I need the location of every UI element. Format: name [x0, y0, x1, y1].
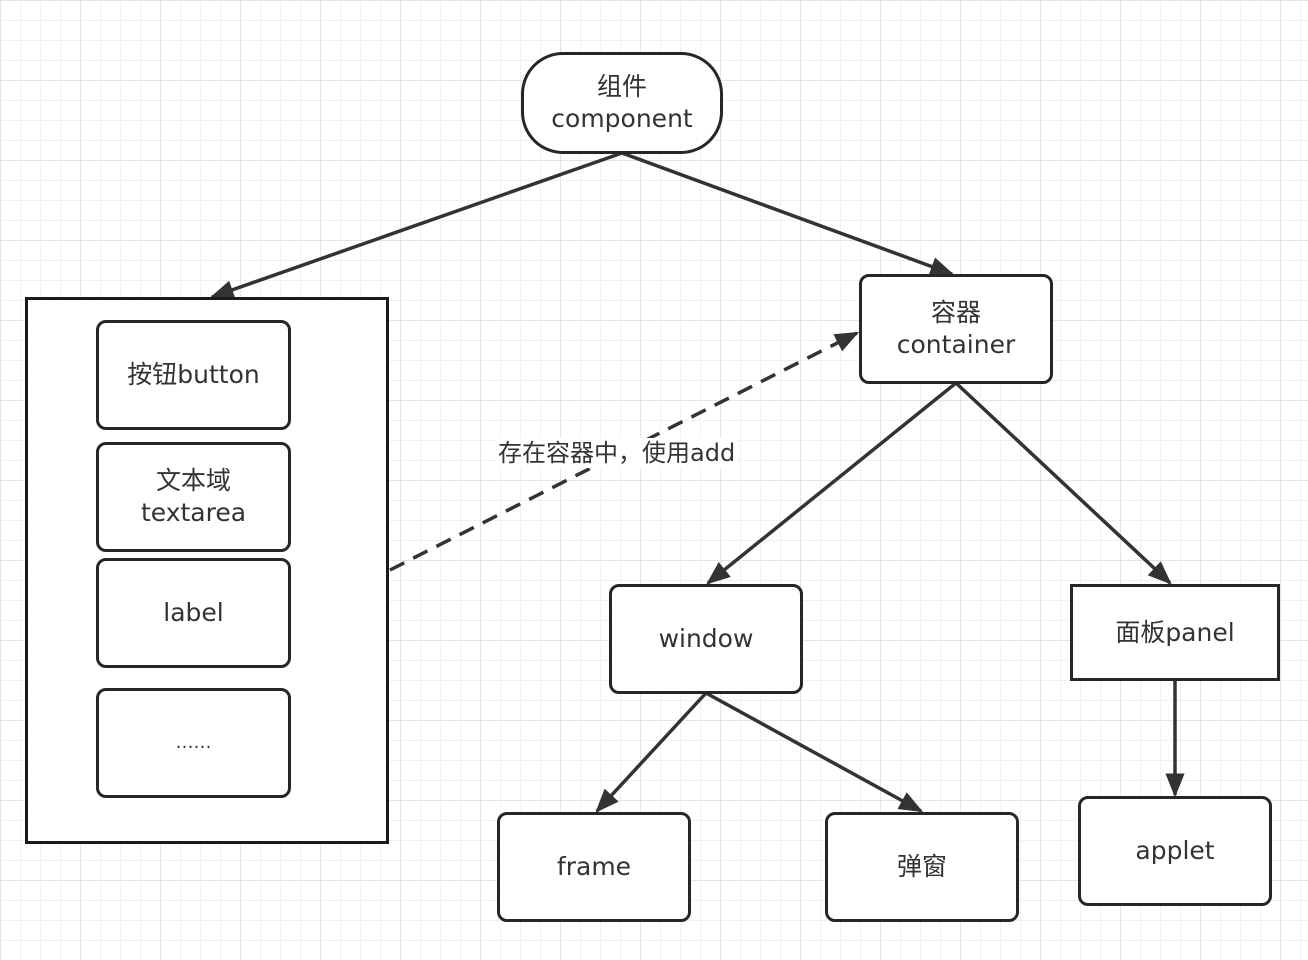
node-textarea-zh: 文本域 — [155, 466, 231, 495]
node-container-en: container — [896, 330, 1016, 359]
edge-container-to-window — [706, 381, 958, 585]
node-more[interactable]: …… — [96, 688, 291, 798]
node-container-zh: 容器 — [930, 298, 981, 327]
edge-label-add: 存在容器中，使用add — [496, 438, 738, 468]
edge-window-to-frame — [595, 691, 708, 813]
node-applet-label: applet — [1135, 836, 1215, 865]
node-dialog[interactable]: 弹窗 — [825, 812, 1019, 922]
node-component-en: component — [551, 104, 693, 133]
node-window[interactable]: window — [609, 584, 803, 694]
node-panel-label: 面板panel — [1115, 617, 1235, 647]
node-textarea[interactable]: 文本域 textarea — [96, 442, 291, 552]
node-label[interactable]: label — [96, 558, 291, 668]
edge-window-to-dialog — [705, 691, 924, 813]
node-component-zh: 组件 — [596, 72, 647, 101]
node-label-label: label — [163, 598, 224, 627]
node-textarea-en: textarea — [140, 498, 247, 527]
node-applet[interactable]: applet — [1078, 796, 1272, 906]
node-panel[interactable]: 面板panel — [1070, 584, 1280, 681]
node-dialog-label: 弹窗 — [896, 852, 947, 881]
edge-component-to-group — [209, 151, 623, 299]
node-window-label: window — [658, 624, 754, 653]
node-component[interactable]: 组件 component — [521, 52, 723, 154]
node-button-label: 按钮button — [127, 360, 260, 389]
node-container[interactable]: 容器 container — [859, 274, 1053, 384]
node-button[interactable]: 按钮button — [96, 320, 291, 430]
edge-container-to-panel — [954, 381, 1172, 585]
edge-component-to-container — [621, 151, 955, 276]
node-frame-label: frame — [556, 852, 632, 881]
node-more-label: …… — [175, 732, 212, 753]
node-frame[interactable]: frame — [497, 812, 691, 922]
